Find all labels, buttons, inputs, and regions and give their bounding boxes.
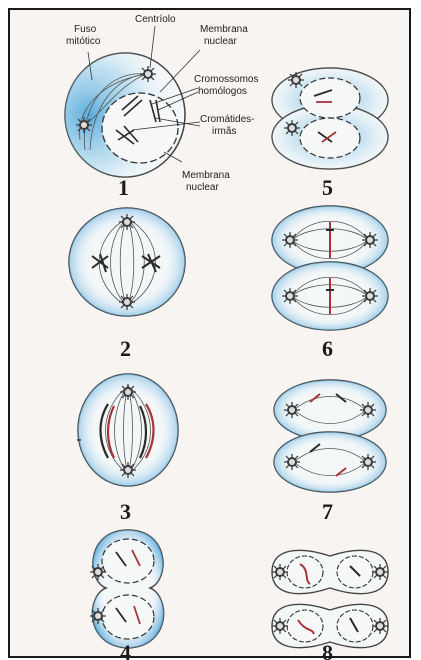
cell-5 [272, 68, 388, 169]
label-cromatides-irmas: Cromátides-irmãs [200, 114, 254, 137]
cell-1 [65, 53, 185, 177]
cell-8 [272, 550, 388, 647]
cell-4 [90, 530, 164, 648]
stage-number-1: 1 [118, 175, 129, 200]
cell-2 [69, 208, 185, 316]
stage-number-5: 5 [322, 175, 333, 200]
label-centriolo: Centríolo [135, 14, 176, 25]
stage-number-4: 4 [120, 640, 131, 660]
stage-number-3: 3 [120, 499, 131, 524]
stage-number-6: 6 [322, 336, 333, 361]
stage-number-7: 7 [322, 499, 333, 524]
stage-number-2: 2 [120, 336, 131, 361]
nuclear-membrane [102, 93, 178, 163]
cell-6 [272, 206, 388, 330]
cell-3 [78, 374, 178, 486]
stage-number-8: 8 [322, 640, 333, 660]
cell-7 [274, 380, 386, 492]
